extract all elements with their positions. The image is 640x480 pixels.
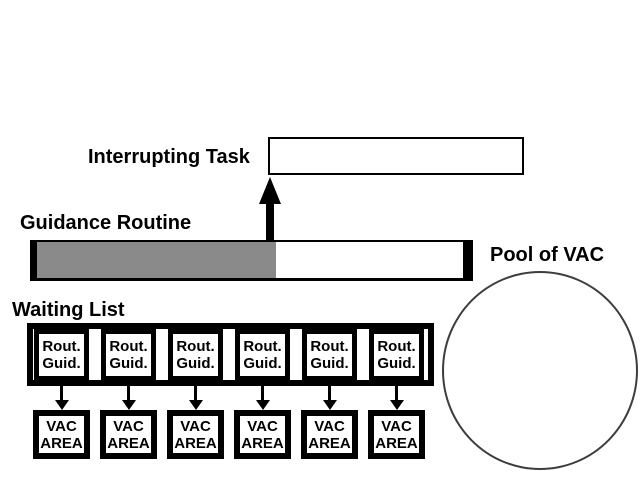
down-arrow-icon (255, 381, 270, 410)
guidance-routine-bar (30, 240, 473, 281)
vac-label: VAC (381, 417, 412, 435)
queue-column: Rout. Guid. VAC AREA (167, 329, 224, 459)
up-arrow-shaft (266, 199, 274, 243)
area-label: AREA (375, 434, 418, 452)
area-label: AREA (40, 434, 83, 452)
area-label: AREA (308, 434, 351, 452)
down-arrow-icon (389, 381, 404, 410)
pool-of-vac-label: Pool of VAC (490, 244, 605, 266)
waiting-list-item: Rout. Guid. (101, 329, 156, 381)
queue-column: Rout. Guid. VAC AREA (301, 329, 358, 459)
waiting-list-columns: Rout. Guid. VAC AREA Rout. Guid. VA (33, 329, 425, 459)
waiting-list-item: Rout. Guid. (235, 329, 290, 381)
vac-label: VAC (46, 417, 77, 435)
rout-label: Rout. (243, 338, 282, 355)
waiting-list-item: Rout. Guid. (369, 329, 424, 381)
up-arrow-icon (258, 177, 282, 243)
interrupting-task-label: Interrupting Task (88, 146, 250, 168)
vac-label: VAC (180, 417, 211, 435)
area-label: AREA (107, 434, 150, 452)
rout-label: Rout. (310, 338, 349, 355)
vac-area-box: VAC AREA (33, 410, 90, 459)
vac-label: VAC (247, 417, 278, 435)
vac-area-box: VAC AREA (234, 410, 291, 459)
guidance-routine-label: Guidance Routine (20, 212, 192, 234)
vac-area-box: VAC AREA (368, 410, 425, 459)
down-arrow-icon (54, 381, 69, 410)
down-arrow-icon (322, 381, 337, 410)
down-arrow-icon (188, 381, 203, 410)
vac-area-box: VAC AREA (100, 410, 157, 459)
waiting-list-item: Rout. Guid. (168, 329, 223, 381)
guid-label: Guid. (109, 355, 148, 372)
guid-label: Guid. (310, 355, 349, 372)
pool-of-vac-circle (442, 271, 638, 470)
rout-label: Rout. (176, 338, 215, 355)
waiting-list-label: Waiting List (12, 299, 125, 321)
queue-column: Rout. Guid. VAC AREA (368, 329, 425, 459)
vac-area-box: VAC AREA (301, 410, 358, 459)
queue-column: Rout. Guid. VAC AREA (100, 329, 157, 459)
waiting-list-item: Rout. Guid. (302, 329, 357, 381)
queue-column: Rout. Guid. VAC AREA (234, 329, 291, 459)
down-arrow-icon (121, 381, 136, 410)
vac-label: VAC (113, 417, 144, 435)
guid-label: Guid. (377, 355, 416, 372)
waiting-list-frame (27, 323, 434, 386)
guid-label: Guid. (243, 355, 282, 372)
guidance-progress-fill (37, 242, 276, 278)
waiting-list-item: Rout. Guid. (34, 329, 89, 381)
guid-label: Guid. (176, 355, 215, 372)
up-arrow-head (259, 177, 281, 204)
queue-column: Rout. Guid. VAC AREA (33, 329, 90, 459)
area-label: AREA (174, 434, 217, 452)
rout-label: Rout. (377, 338, 416, 355)
vac-label: VAC (314, 417, 345, 435)
vac-area-box: VAC AREA (167, 410, 224, 459)
rout-label: Rout. (109, 338, 148, 355)
interrupting-task-bar (268, 137, 524, 175)
area-label: AREA (241, 434, 284, 452)
rout-label: Rout. (42, 338, 81, 355)
guid-label: Guid. (42, 355, 81, 372)
